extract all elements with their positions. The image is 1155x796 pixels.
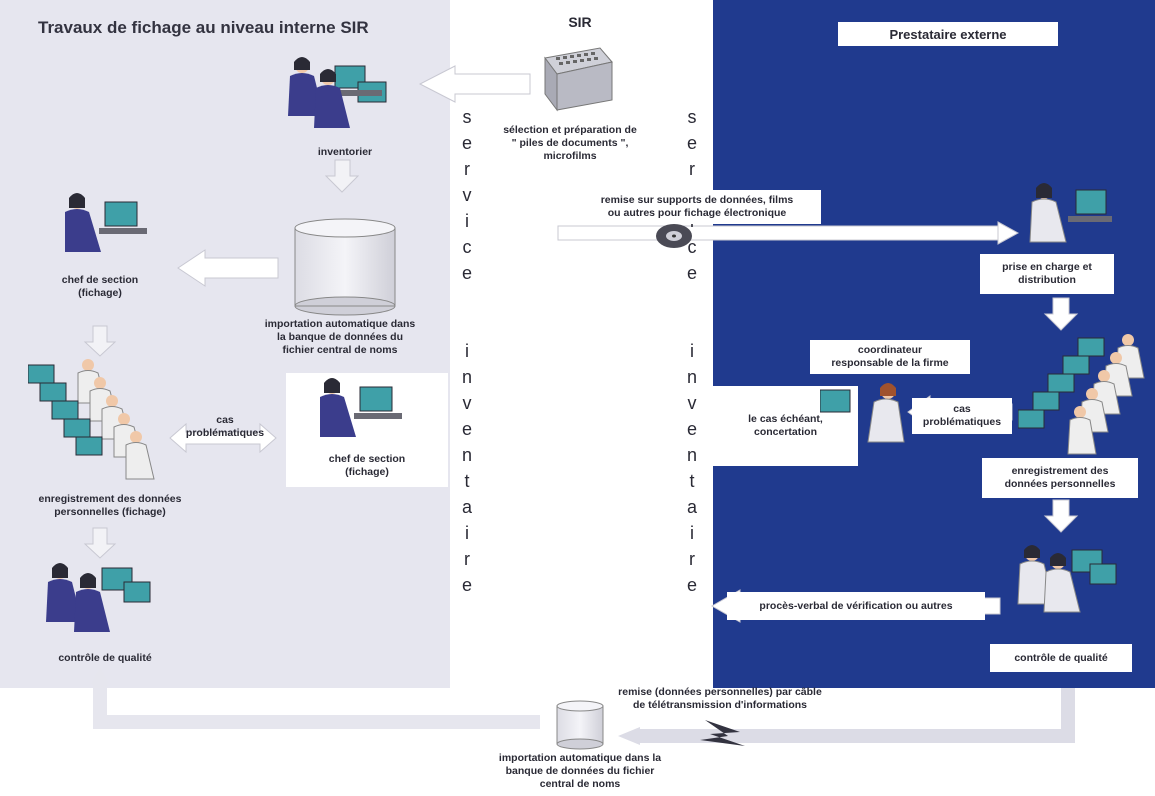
inventory-workers-icon [288,57,387,128]
arrow-enreg-down [83,527,117,559]
document-pile-icon [544,47,613,112]
coordinateur-icon [820,383,905,443]
cas-problematiques-left-label: cas problématiques [185,414,265,439]
arrow-return-left [93,680,540,729]
arrow-sir-to-inventory [418,65,531,103]
sir-label: SIR [568,14,592,30]
arrow-remise-supports [557,225,999,241]
le-cas-echeant-label: le cas échéant, concertation [748,413,823,438]
database-cylinder-icon [294,218,396,316]
arrow-db-to-chef [177,249,279,287]
arrow-return-right [640,688,1075,743]
coordinateur-label: coordinateur responsable de la firme [810,340,970,374]
data-entry-team-right-icon [1018,334,1145,455]
importation-label-2: importation automatique dans la banque d… [498,752,662,790]
chef-section-label-1: chef de section (fichage) [61,274,139,299]
prise-en-charge-label: prise en charge et distribution [980,254,1114,294]
internal-panel-title: Travaux de fichage au niveau interne SIR [38,18,369,37]
external-panel-title: Prestataire externe [838,22,1058,46]
controle-right-label: contrôle de qualité [990,644,1132,672]
arrow-chef-down [83,325,117,357]
prise-en-charge-icon [1029,183,1112,243]
arrow-cas-left [169,422,277,454]
arrow-prise-down [1043,297,1079,331]
controle-left-label: contrôle de qualité [58,652,152,664]
quality-control-left-icon [46,563,151,632]
lightning-icon [700,720,745,746]
remise-cable-label: remise (données personnelles) par câble … [618,686,822,711]
internal-panel [0,0,450,688]
importation-label-1: importation automatique dans la banque d… [264,318,416,356]
remise-supports-label: remise sur supports de données, films ou… [573,190,821,224]
arrow-inventory-down [324,159,360,193]
data-entry-team-icon [28,359,155,480]
arrow-enreg-right-down [1043,499,1079,533]
enregistrement-left-label: enregistrement des données personnelles … [38,493,182,518]
quality-control-right-icon [1017,545,1117,613]
inventorier-label: inventorier [317,146,373,158]
selection-label: sélection et préparation de " piles de d… [503,124,637,162]
disc-icon [656,224,692,248]
chef-section-2-icon [320,378,402,437]
enregistrement-right-label: enregistrement des données personnelles [982,458,1138,498]
database-cylinder-icon-bottom [556,700,604,750]
chef-section-icon [65,193,147,252]
proces-verbal-label: procès-verbal de vérification ou autres [727,592,985,620]
chef-section-label-2: chef de section (fichage) [328,453,406,478]
cas-problematiques-right-label: cas problématiques [912,398,1012,434]
